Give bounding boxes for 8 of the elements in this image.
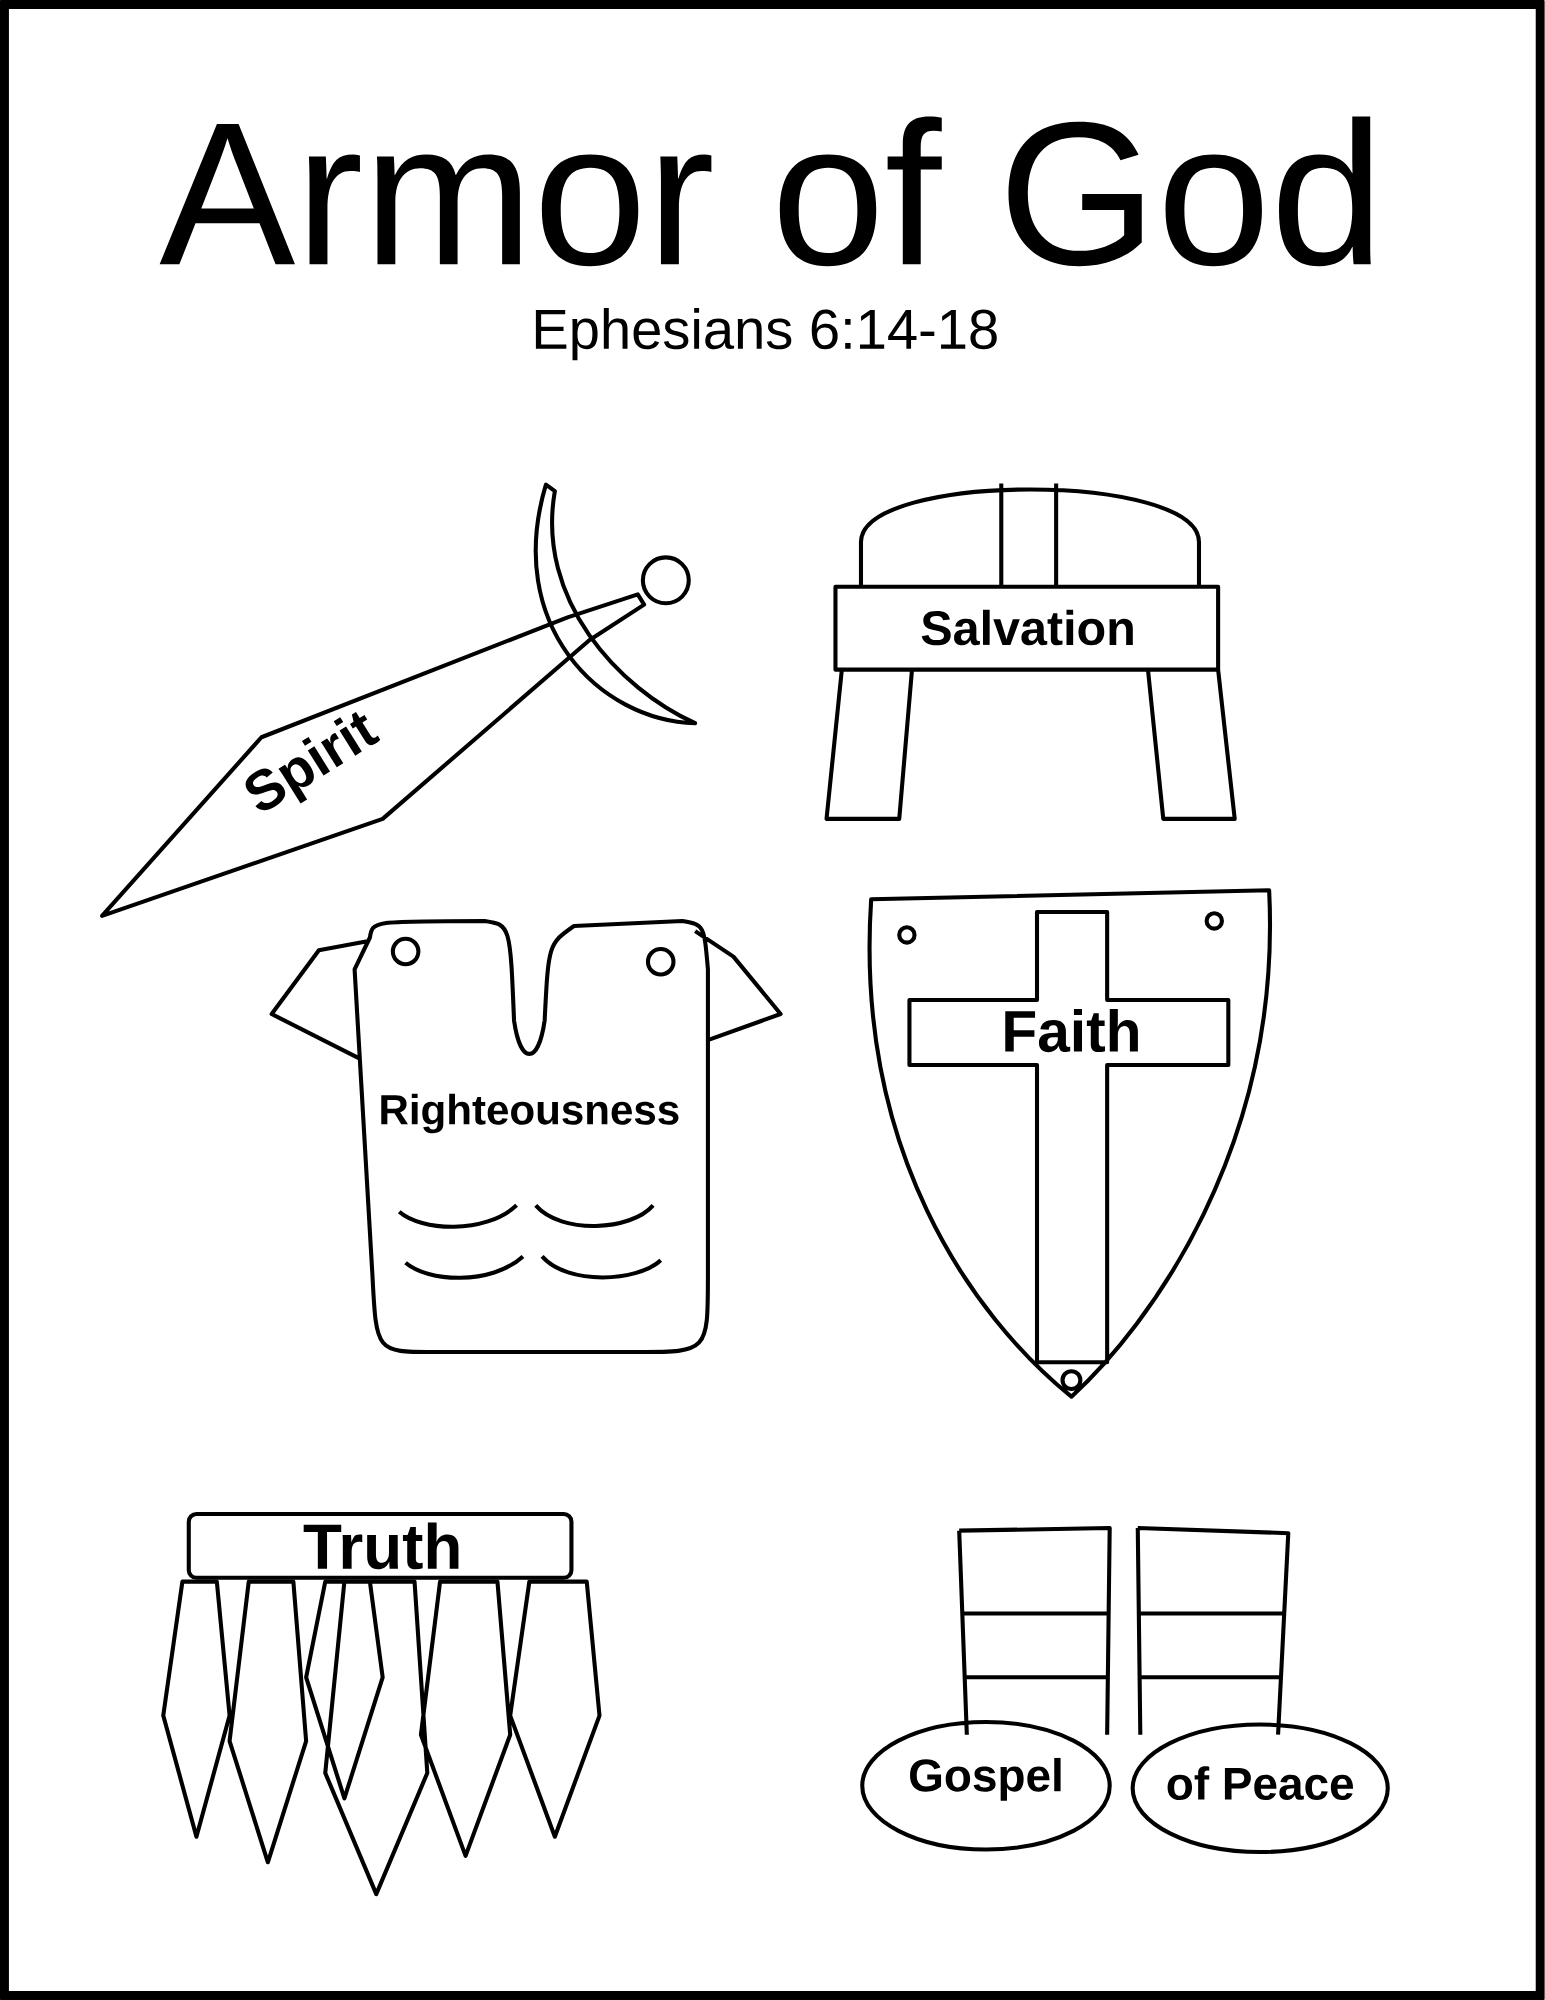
item-label: of Peace [1167, 1766, 1354, 1801]
title: Armor of God [159, 116, 1371, 267]
item-label: Truth [303, 1522, 459, 1570]
item-label: Righteousness [381, 1093, 679, 1134]
item-label: Gospel [910, 1757, 1061, 1801]
item-label: Salvation [921, 609, 1133, 646]
subtitle: Ephesians 6:14-18 [536, 308, 997, 361]
item-label: Faith [1005, 1009, 1139, 1053]
